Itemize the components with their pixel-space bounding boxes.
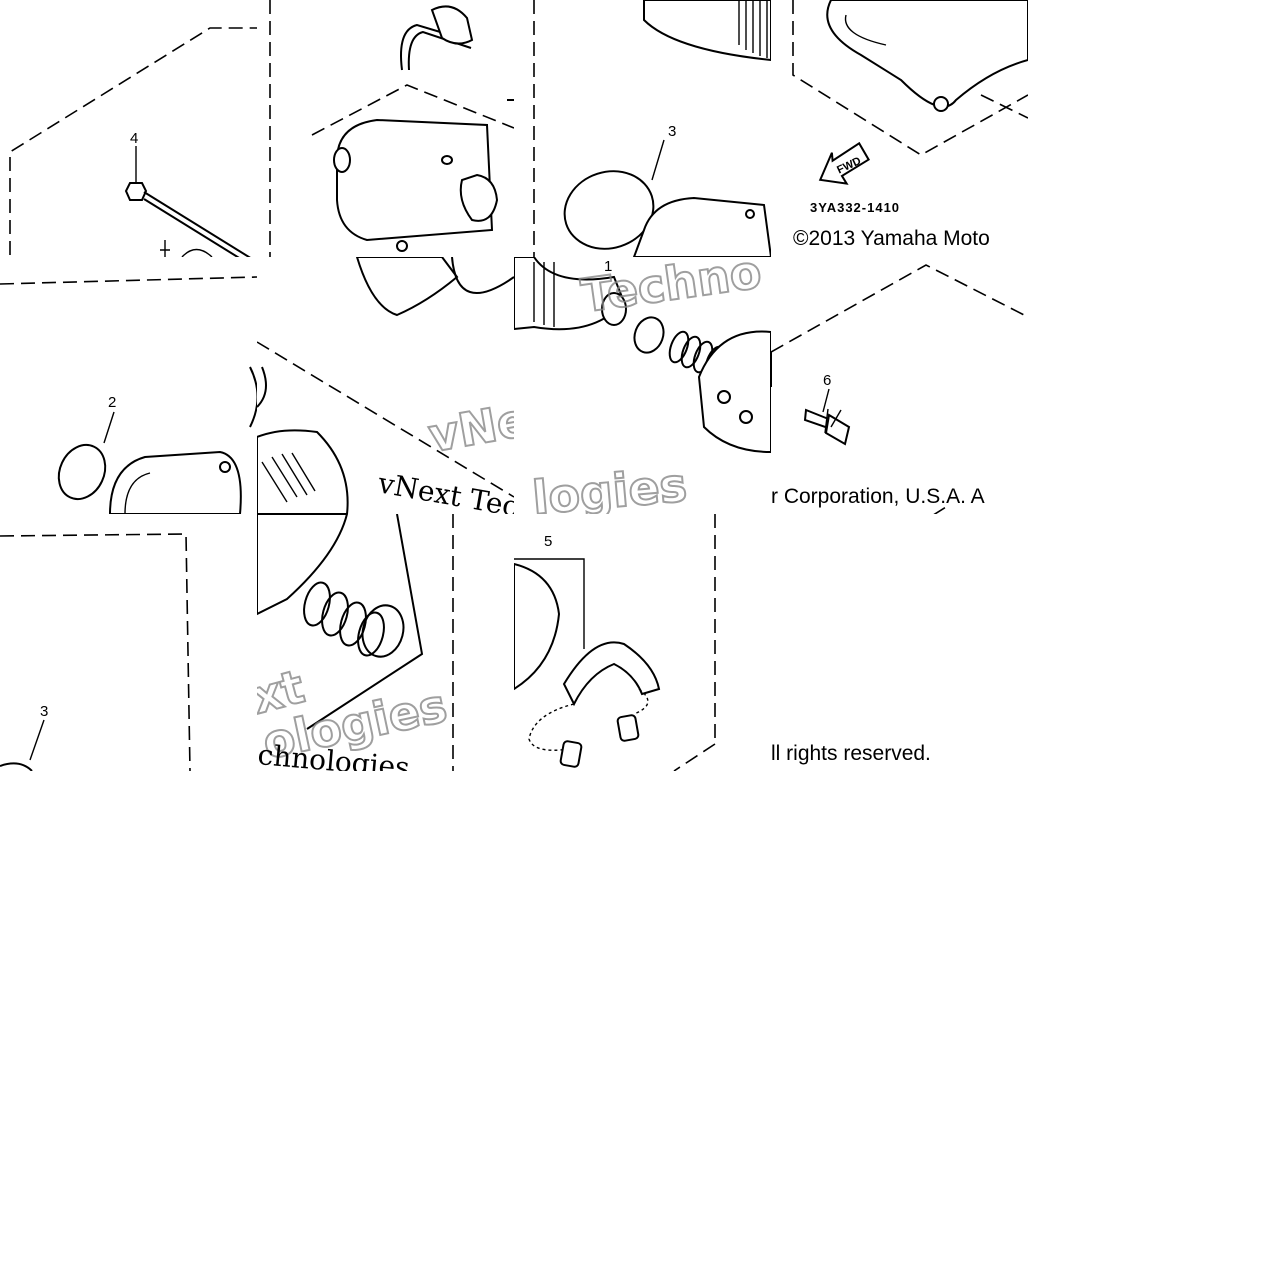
- diagram-tile-brush-set: 5: [514, 514, 771, 771]
- ring-drawing: 3: [0, 533, 191, 771]
- callout-part-1: 1: [604, 258, 612, 275]
- oring-drawing: 2: [0, 276, 257, 514]
- screw-drawing: 6 r Corporation, U.S.A. A: [771, 264, 1028, 514]
- starter-motor-drawing: [269, 0, 514, 257]
- diagram-code: 3YA332-1410: [810, 200, 900, 215]
- cover-drawing: FWD 3YA332-1410 ©2013 Yamaha Moto: [792, 0, 1028, 250]
- diagram-tile-screw: 6 r Corporation, U.S.A. A: [771, 257, 1028, 514]
- bolt-drawing: 4: [9, 27, 257, 257]
- copyright-line-3: ll rights reserved.: [771, 742, 931, 765]
- brush-set-drawing: 5: [514, 514, 716, 771]
- diagram-tile-copyright: ll rights reserved.: [771, 514, 1028, 771]
- diagram-tile-bolt: 4: [0, 0, 257, 257]
- watermark-outline-techno: Techno: [578, 257, 765, 323]
- copyright-line-1: ©2013 Yamaha Moto: [793, 227, 990, 250]
- armature-drawing: 3: [533, 0, 771, 257]
- diagram-tile-oring: 2: [0, 257, 257, 514]
- copyright-drawing: ll rights reserved.: [771, 742, 931, 765]
- watermark-outline-logies: logies: [530, 458, 689, 514]
- callout-part-4: 4: [130, 130, 138, 147]
- callout-part-6: 6: [823, 372, 831, 389]
- diagram-tile-motor: [257, 0, 514, 257]
- watermark-outline-vne: vNe: [425, 392, 514, 462]
- washers-drawing: xt ologies chnologies: [257, 514, 454, 771]
- diagram-tile-washers: xt ologies chnologies: [257, 514, 514, 771]
- callout-part-3: 3: [668, 123, 676, 140]
- diagram-tile-armature: 3: [514, 0, 771, 257]
- brush-plate-drawing: 1 Techno logies: [514, 257, 771, 514]
- diagram-tile-cover: FWD 3YA332-1410 ©2013 Yamaha Moto: [771, 0, 1028, 257]
- fwd-arrow-icon: FWD: [818, 141, 870, 185]
- diagram-tile-brush-plate: 1 Techno logies: [514, 257, 771, 514]
- callout-part-2: 2: [108, 394, 116, 411]
- callout-part-3b: 3: [40, 703, 48, 720]
- diagram-tile-ring: 3: [0, 514, 257, 771]
- copyright-line-2: r Corporation, U.S.A. A: [771, 485, 985, 508]
- callout-part-5: 5: [544, 533, 552, 550]
